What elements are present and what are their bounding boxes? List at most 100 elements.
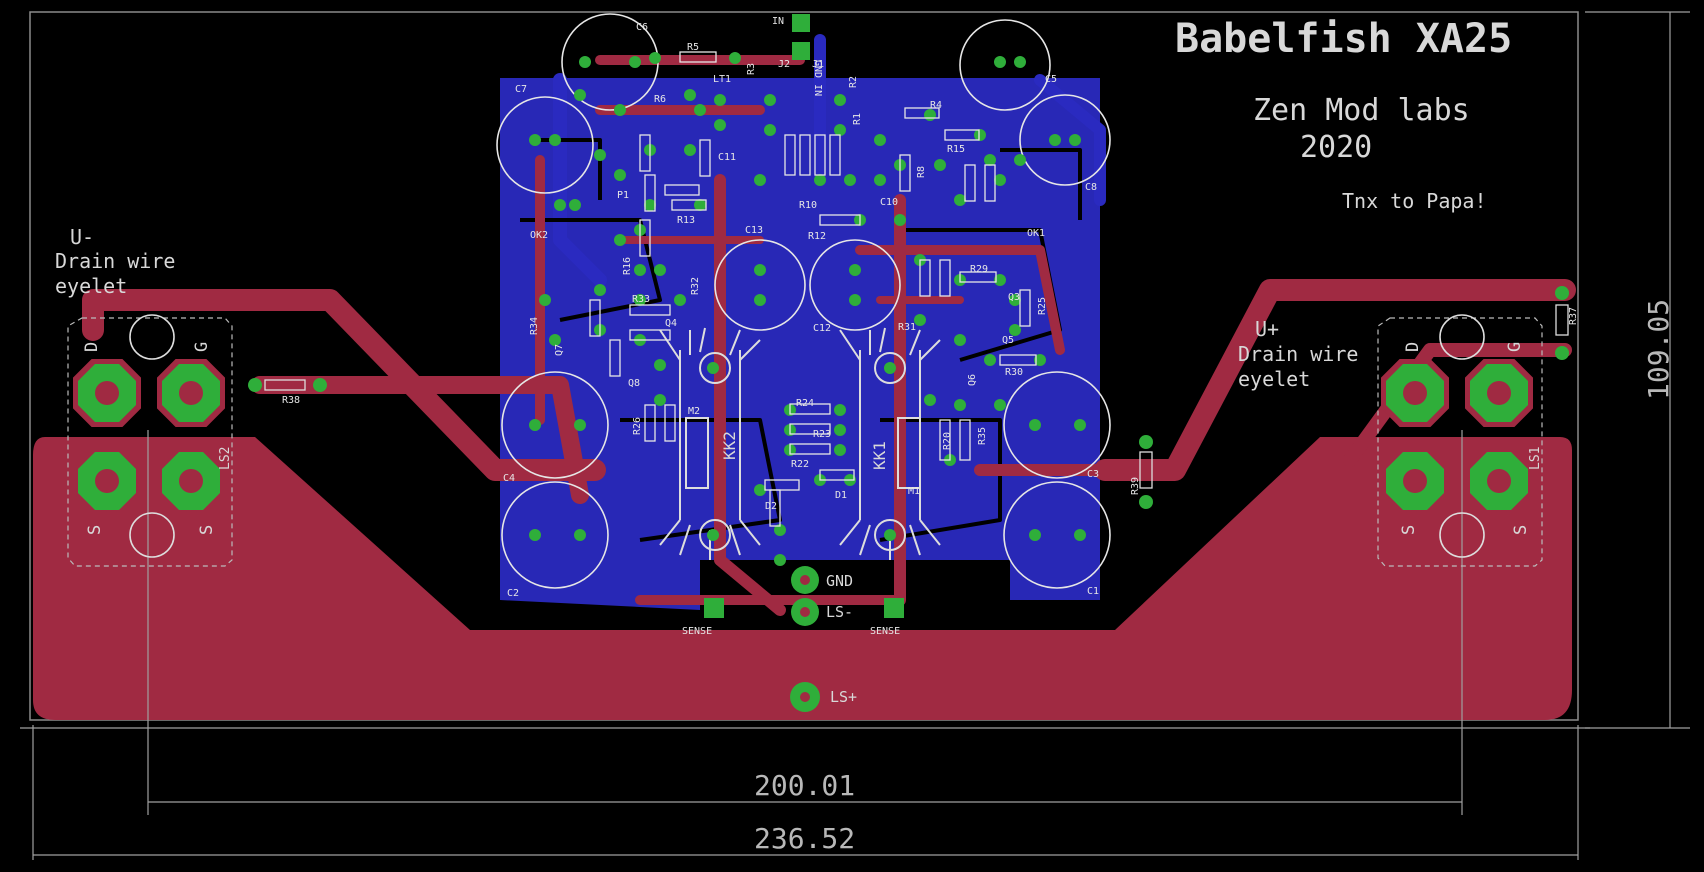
capacitor-labels: C1 C2 C3 C4 C5 C6 C7 C8 C10 C11 C12 C13 [503,22,1099,599]
pad [694,199,706,211]
pad [574,529,586,541]
pad [1074,529,1086,541]
heatsink-right [839,327,941,560]
pad [529,419,541,431]
c6-label: C6 [636,22,648,33]
pad [654,394,666,406]
c5-label: C5 [1045,74,1057,85]
pad [654,264,666,276]
r33-label: R33 [632,294,650,305]
resistor-body [644,174,656,212]
r4-label: R4 [930,100,942,111]
pad [764,124,776,136]
board-title: Babelfish XA25 [1175,16,1512,62]
r23-label: R23 [813,429,831,440]
gnd-in-label: GND IN [812,60,823,96]
r29-label: R29 [970,264,988,275]
pad [707,529,719,541]
r13-label: R13 [677,215,695,226]
pad [539,294,551,306]
lt1-label: LT1 [713,74,731,85]
dim-inner-width: 200.01 [754,769,855,802]
q4-label: Q4 [665,318,677,329]
pad [834,404,846,416]
right-eyelet-line1: Drain wire [1238,342,1358,366]
pad [754,294,766,306]
left-eyelet-designator: LS2 [218,447,233,470]
gnd-label: GND [826,572,853,590]
right-pin-d: D [1403,342,1423,352]
pad [1009,294,1021,306]
c13-label: C13 [745,225,763,236]
resistor-body [919,259,931,297]
left-pin-g: G [192,342,212,352]
resistor-body [984,164,996,202]
resistor-body [664,184,700,196]
right-eyelet-polarity: U+ [1255,317,1279,341]
ok2-label: OK2 [530,230,548,241]
c7-label: C7 [515,84,527,95]
ls-minus-label: LS- [826,603,853,621]
d1-label: D1 [835,490,847,501]
maker-label: Zen Mod labs [1253,93,1470,128]
resistor-r37: R37 [1555,286,1579,360]
r8-label: R8 [916,166,927,178]
resistor-body [784,134,796,176]
pad [1014,56,1026,68]
resistor-body [799,134,811,176]
p1-label: P1 [617,190,629,201]
pad [994,399,1006,411]
resistor-body [639,219,651,257]
r30-label: R30 [1005,367,1023,378]
left-eyelet-polarity: U- [70,225,94,249]
thanks-label: Tnx to Papa! [1342,189,1487,213]
pad [764,94,776,106]
input-connector: IN GND IN [772,14,823,96]
pad [754,174,766,186]
pad [884,529,896,541]
r37-label: R37 [1568,307,1579,325]
c2-label: C2 [507,588,519,599]
pad [954,194,966,206]
resistor-body [814,134,826,176]
r22-label: R22 [791,459,809,470]
kk1-label: KK1 [870,441,889,470]
dim-outer-width: 236.52 [754,822,855,855]
in-label: IN [772,16,784,27]
pad [549,334,561,346]
pad [1009,324,1021,336]
pad [654,359,666,371]
resistor-body [789,443,831,455]
kk2-label: KK2 [720,431,739,460]
resistor-body [789,403,831,415]
sense-pads: SENSE SENSE [682,598,904,637]
r38-label: R38 [282,395,300,406]
eyelet-pads [73,359,1533,510]
resistor-body [829,134,841,176]
pad [844,174,856,186]
resistor-r39: R39 [1130,435,1153,509]
pad [994,274,1006,286]
pad [1029,529,1041,541]
pad [934,159,946,171]
left-pin-s1: S [85,525,105,535]
mounting-holes [129,314,1485,558]
bottom-copper-traces [553,34,1106,287]
pad [729,52,741,64]
pad [974,129,986,141]
left-pin-s2: S [197,525,217,535]
resistor-body [644,404,656,442]
pad [634,264,646,276]
eyelet-footprints [67,317,1543,567]
pad [649,52,661,64]
r32-label: R32 [690,277,701,295]
pad [834,124,846,136]
dimension-lines [20,11,1690,860]
right-pin-g: G [1505,342,1525,352]
resistor-body [609,339,621,377]
top-copper-pour [33,437,1572,720]
pad [914,314,926,326]
resistor-body [939,419,951,461]
resistor-body [629,329,671,341]
